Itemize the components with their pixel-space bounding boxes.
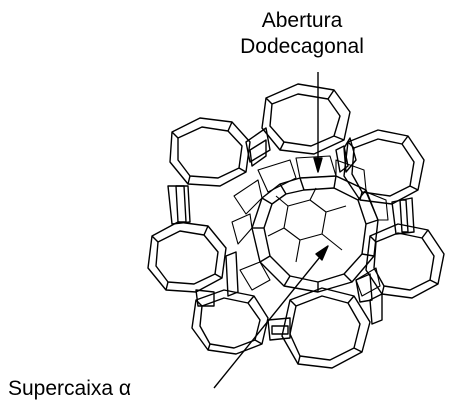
opening-label-line1: Abertura	[212, 8, 392, 34]
opening-label-line2: Dodecagonal	[212, 34, 392, 60]
cage-bottom-left	[192, 290, 268, 354]
arrow-supercage	[214, 246, 328, 388]
cage-top-left	[170, 118, 250, 186]
supercage-label: Supercaixa α	[8, 378, 131, 400]
opening-label: Abertura Dodecagonal	[212, 8, 392, 60]
interior-faces	[232, 156, 388, 296]
cage-left	[148, 222, 226, 292]
cage-top-center	[262, 84, 350, 154]
cage-bottom-center	[282, 288, 370, 368]
